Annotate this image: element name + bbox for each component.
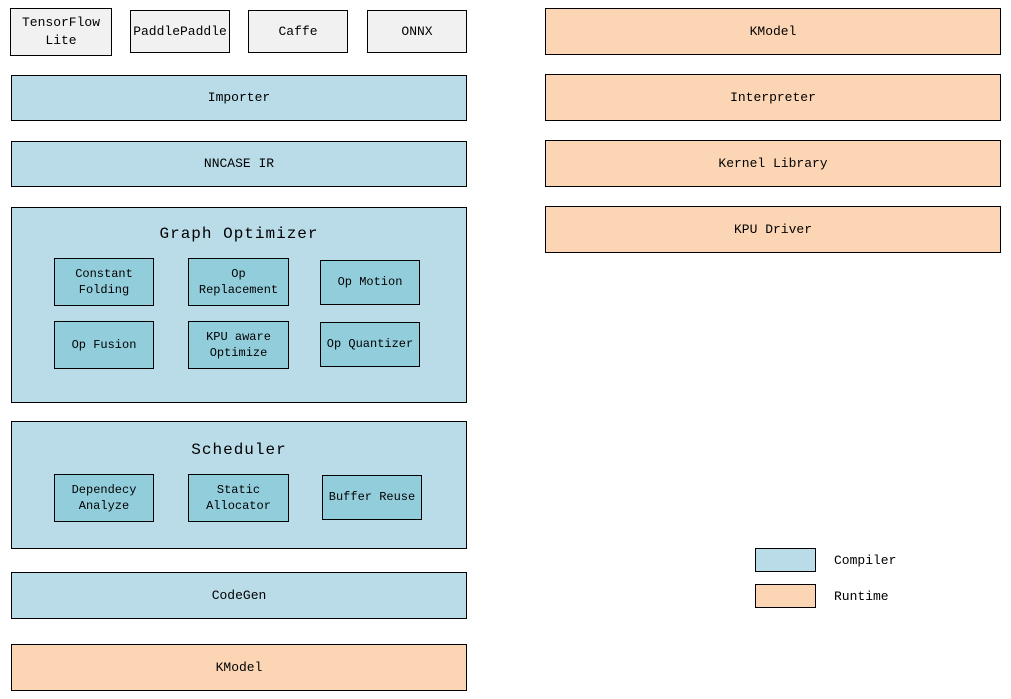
runtime-stage-kpu-driver: KPU Driver — [545, 206, 1001, 253]
scheduler-title: Scheduler — [191, 441, 287, 459]
legend-row-runtime: Runtime — [755, 584, 889, 608]
scheduler-item-static-allocator: Static Allocator — [188, 474, 289, 522]
optimizer-pass-op-quantizer: Op Quantizer — [320, 322, 420, 367]
graph-optimizer-title: Graph Optimizer — [159, 225, 319, 243]
framework-box-paddlepaddle: PaddlePaddle — [130, 10, 230, 53]
optimizer-pass-op-fusion: Op Fusion — [54, 321, 154, 369]
legend-label-compiler: Compiler — [834, 552, 897, 568]
framework-box-onnx: ONNX — [367, 10, 467, 53]
runtime-stage-kmodel: KModel — [545, 8, 1001, 55]
optimizer-pass-kpu-aware-optimize: KPU aware Optimize — [188, 321, 289, 369]
legend-label-runtime: Runtime — [834, 588, 889, 604]
compiler-stage-nncase-ir: NNCASE IR — [11, 141, 467, 187]
framework-box-tensorflow-lite: TensorFlow Lite — [10, 8, 112, 56]
compiler-stage-importer: Importer — [11, 75, 467, 121]
optimizer-pass-constant-folding: Constant Folding — [54, 258, 154, 306]
compiler-output-kmodel: KModel — [11, 644, 467, 691]
optimizer-pass-op-motion: Op Motion — [320, 260, 420, 305]
runtime-stage-kernel-library: Kernel Library — [545, 140, 1001, 187]
runtime-stage-interpreter: Interpreter — [545, 74, 1001, 121]
scheduler-item-dependecy-analyze: Dependecy Analyze — [54, 474, 154, 522]
optimizer-pass-op-replacement: Op Replacement — [188, 258, 289, 306]
framework-box-caffe: Caffe — [248, 10, 348, 53]
compiler-stage-codegen: CodeGen — [11, 572, 467, 619]
runtime-color-swatch — [755, 584, 816, 608]
graph-optimizer-group: Graph Optimizer Constant Folding Op Repl… — [11, 207, 467, 403]
scheduler-group: Scheduler Dependecy Analyze Static Alloc… — [11, 421, 467, 549]
compiler-color-swatch — [755, 548, 816, 572]
legend-row-compiler: Compiler — [755, 548, 896, 572]
scheduler-item-buffer-reuse: Buffer Reuse — [322, 475, 422, 520]
